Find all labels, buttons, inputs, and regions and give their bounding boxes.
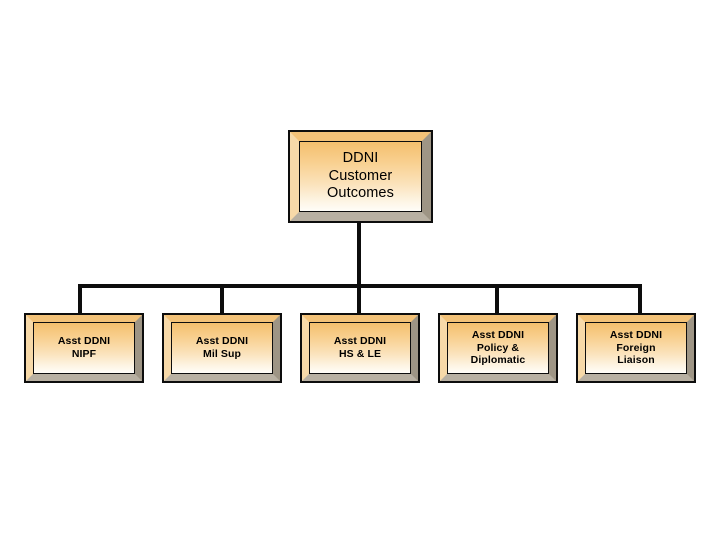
node-bevel-frame	[164, 315, 280, 381]
connector-drop-2	[220, 284, 224, 314]
connector-drop-1	[78, 284, 82, 314]
node-asst-ddni-mil-sup[interactable]: Asst DDNI Mil Sup	[162, 313, 282, 383]
node-bevel-frame	[302, 315, 418, 381]
node-panel: DDNI Customer Outcomes	[299, 141, 422, 212]
node-label: Asst DDNI HS & LE	[333, 335, 387, 360]
node-panel: Asst DDNI Foreign Liaison	[585, 322, 687, 374]
node-asst-ddni-nipf[interactable]: Asst DDNI NIPF	[24, 313, 144, 383]
node-label: Asst DDNI Policy & Diplomatic	[470, 328, 526, 367]
node-label: Asst DDNI Foreign Liaison	[609, 328, 663, 367]
node-panel: Asst DDNI NIPF	[33, 322, 135, 374]
node-bevel-frame	[440, 315, 556, 381]
node-panel: Asst DDNI Mil Sup	[171, 322, 273, 374]
node-bevel-frame	[26, 315, 142, 381]
node-label: DDNI Customer Outcomes	[327, 149, 394, 202]
node-panel: Asst DDNI HS & LE	[309, 322, 411, 374]
connector-root-stem	[357, 222, 361, 288]
node-asst-ddni-foreign-liaison[interactable]: Asst DDNI Foreign Liaison	[576, 313, 696, 383]
connector-drop-3	[357, 284, 361, 314]
node-label: Asst DDNI Mil Sup	[195, 335, 249, 360]
node-label: Asst DDNI NIPF	[57, 335, 111, 360]
node-asst-ddni-hs-le[interactable]: Asst DDNI HS & LE	[300, 313, 420, 383]
node-root-ddni-customer-outcomes[interactable]: DDNI Customer Outcomes	[288, 130, 433, 223]
connector-drop-4	[495, 284, 499, 314]
connector-drop-5	[638, 284, 642, 314]
node-bevel-frame	[578, 315, 694, 381]
node-panel: Asst DDNI Policy & Diplomatic	[447, 322, 549, 374]
node-bevel-frame	[290, 132, 431, 221]
node-asst-ddni-policy-diplomatic[interactable]: Asst DDNI Policy & Diplomatic	[438, 313, 558, 383]
